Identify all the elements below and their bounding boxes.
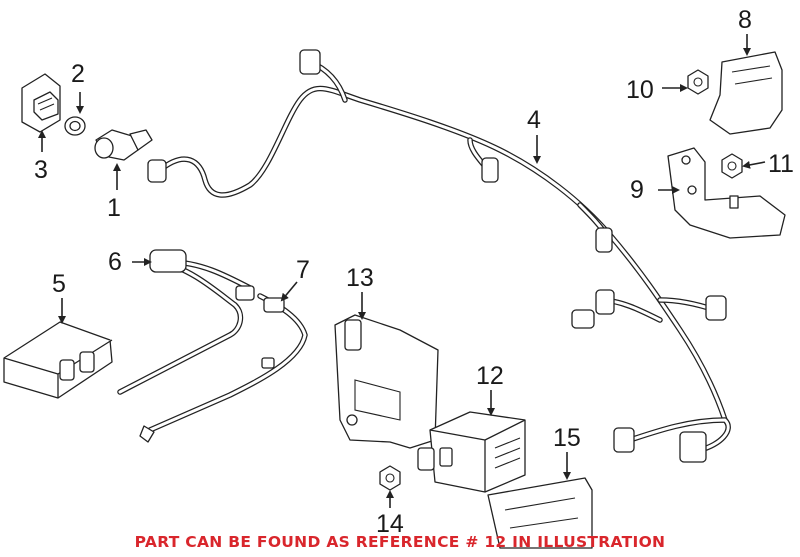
callout-11: 11 bbox=[768, 150, 794, 178]
callout-7: 7 bbox=[296, 256, 310, 284]
callout-15: 15 bbox=[553, 424, 581, 452]
callout-12: 12 bbox=[476, 362, 504, 390]
part-10-nut bbox=[687, 69, 709, 95]
part-11-nut bbox=[721, 153, 743, 179]
callout-5: 5 bbox=[52, 270, 66, 298]
callout-9: 9 bbox=[630, 176, 644, 204]
part-3-bracket bbox=[21, 73, 61, 133]
callout-13: 13 bbox=[346, 264, 374, 292]
part-2-seal-ring bbox=[64, 116, 86, 136]
part-4-wiring-harness bbox=[147, 49, 731, 463]
callout-3: 3 bbox=[34, 156, 48, 184]
callout-1: 1 bbox=[107, 194, 121, 222]
callout-10: 10 bbox=[626, 76, 654, 104]
callout-2: 2 bbox=[71, 60, 85, 88]
part-6-cable bbox=[117, 249, 255, 395]
footer-note: PART CAN BE FOUND AS REFERENCE # 12 IN I… bbox=[135, 533, 666, 551]
part-15-cover bbox=[487, 477, 593, 549]
part-13-bracket bbox=[334, 314, 439, 449]
part-1-parking-sensor bbox=[94, 129, 153, 161]
callout-14: 14 bbox=[376, 510, 404, 538]
callout-arrows bbox=[38, 34, 766, 508]
part-7-antenna-cable bbox=[139, 293, 308, 443]
part-9-mounting-bracket bbox=[667, 147, 786, 239]
callout-8: 8 bbox=[738, 6, 752, 34]
callout-4: 4 bbox=[527, 106, 541, 134]
part-14-nut bbox=[379, 465, 401, 491]
part-5-control-module bbox=[3, 321, 113, 399]
part-8-cover bbox=[709, 51, 783, 135]
part-12-module bbox=[417, 411, 526, 493]
callout-6: 6 bbox=[108, 248, 122, 276]
